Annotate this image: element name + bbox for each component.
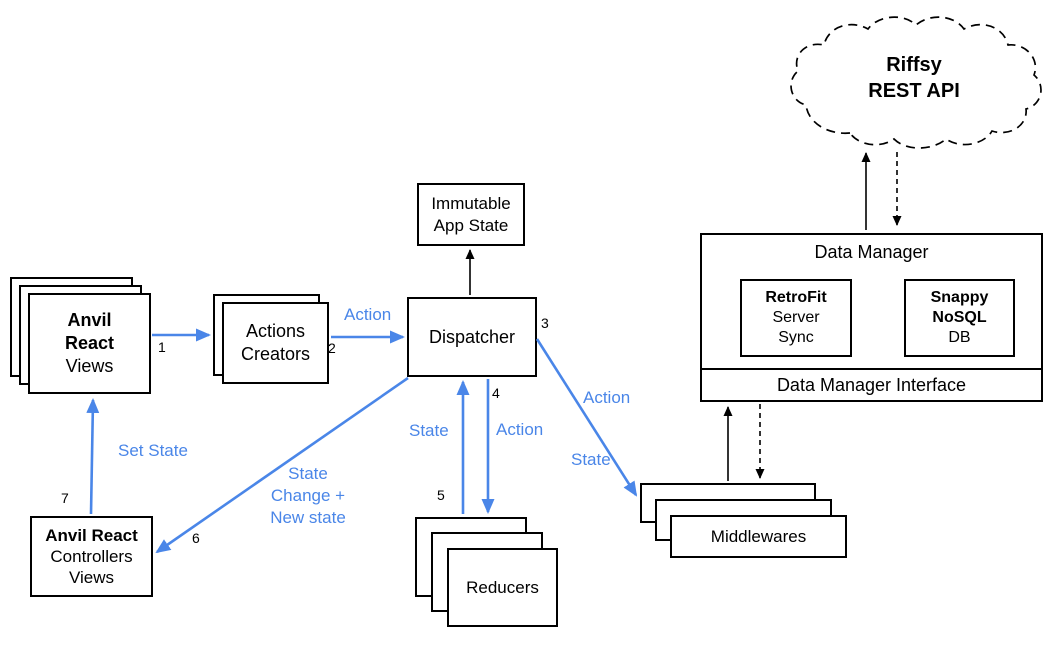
immutable-app-state-line1: Immutable (431, 193, 511, 213)
retrofit-line2: Server (772, 309, 820, 326)
cloud-line2: REST API (868, 80, 960, 102)
step-number-6: 6 (192, 530, 200, 546)
reducers-label: Reducers (466, 577, 539, 597)
edge-label-action-create: Action (344, 305, 392, 324)
immutable-app-state-line2: App State (433, 215, 509, 235)
data-manager-node: Data Manager RetroFit Server Sync Snappy… (700, 233, 1043, 402)
riffsy-rest-api-cloud-label: Riffsy REST API (798, 52, 1030, 104)
edge-label-action-middleware: Action (583, 388, 631, 407)
anvil-react-controllers-node: Anvil React Controllers Views (30, 516, 153, 597)
retrofit-line1: RetroFit (765, 289, 827, 306)
step-number-4: 4 (492, 385, 500, 401)
step-number-3: 3 (541, 315, 549, 331)
data-manager-interface-node: Data Manager Interface (702, 368, 1041, 400)
anvil-react-views-line1: Anvil (67, 310, 112, 330)
snappy-line3: DB (948, 329, 971, 346)
reducers-node: Reducers (447, 548, 558, 627)
snappy-line1: Snappy (930, 289, 989, 306)
anvil-react-views-node: Anvil React Views (28, 293, 151, 394)
arrow-controllers-to-views (86, 398, 100, 515)
data-manager-title: Data Manager (814, 242, 929, 262)
edge-label-action-down: Action (496, 420, 544, 439)
anvil-react-views-line3: Views (65, 356, 114, 376)
arrow-dispatcher-to-middlewares (535, 338, 638, 497)
controllers-line1: Anvil React (45, 526, 138, 545)
actions-creators-node: Actions Creators (222, 302, 329, 384)
step-number-7: 7 (61, 490, 69, 506)
controllers-line2: Controllers (50, 547, 133, 566)
dispatcher-label: Dispatcher (428, 326, 516, 347)
middlewares-node: Middlewares (670, 515, 847, 558)
edge-label-set-state: Set State (118, 441, 188, 460)
actions-creators-line1: Actions (245, 321, 306, 341)
edge-label-state-up: State (409, 421, 449, 440)
edge-label-state-change: State Change + New state (270, 464, 346, 527)
retrofit-node: RetroFit Server Sync (740, 279, 852, 357)
edge-label-state-middleware: State (571, 450, 611, 469)
controllers-line3: Views (68, 568, 115, 587)
step-number-1: 1 (158, 339, 166, 355)
step-number-2: 2 (328, 340, 336, 356)
retrofit-line3: Sync (778, 329, 814, 346)
snappy-nosql-node: Snappy NoSQL DB (904, 279, 1015, 357)
immutable-app-state-node: Immutable App State (417, 183, 525, 246)
snappy-line2: NoSQL (932, 309, 987, 326)
cloud-line1: Riffsy (886, 54, 942, 76)
actions-creators-line2: Creators (240, 344, 311, 364)
step-number-5: 5 (437, 487, 445, 503)
dispatcher-node: Dispatcher (407, 297, 537, 377)
anvil-react-views-line2: React (64, 333, 115, 353)
middlewares-label: Middlewares (710, 526, 807, 546)
